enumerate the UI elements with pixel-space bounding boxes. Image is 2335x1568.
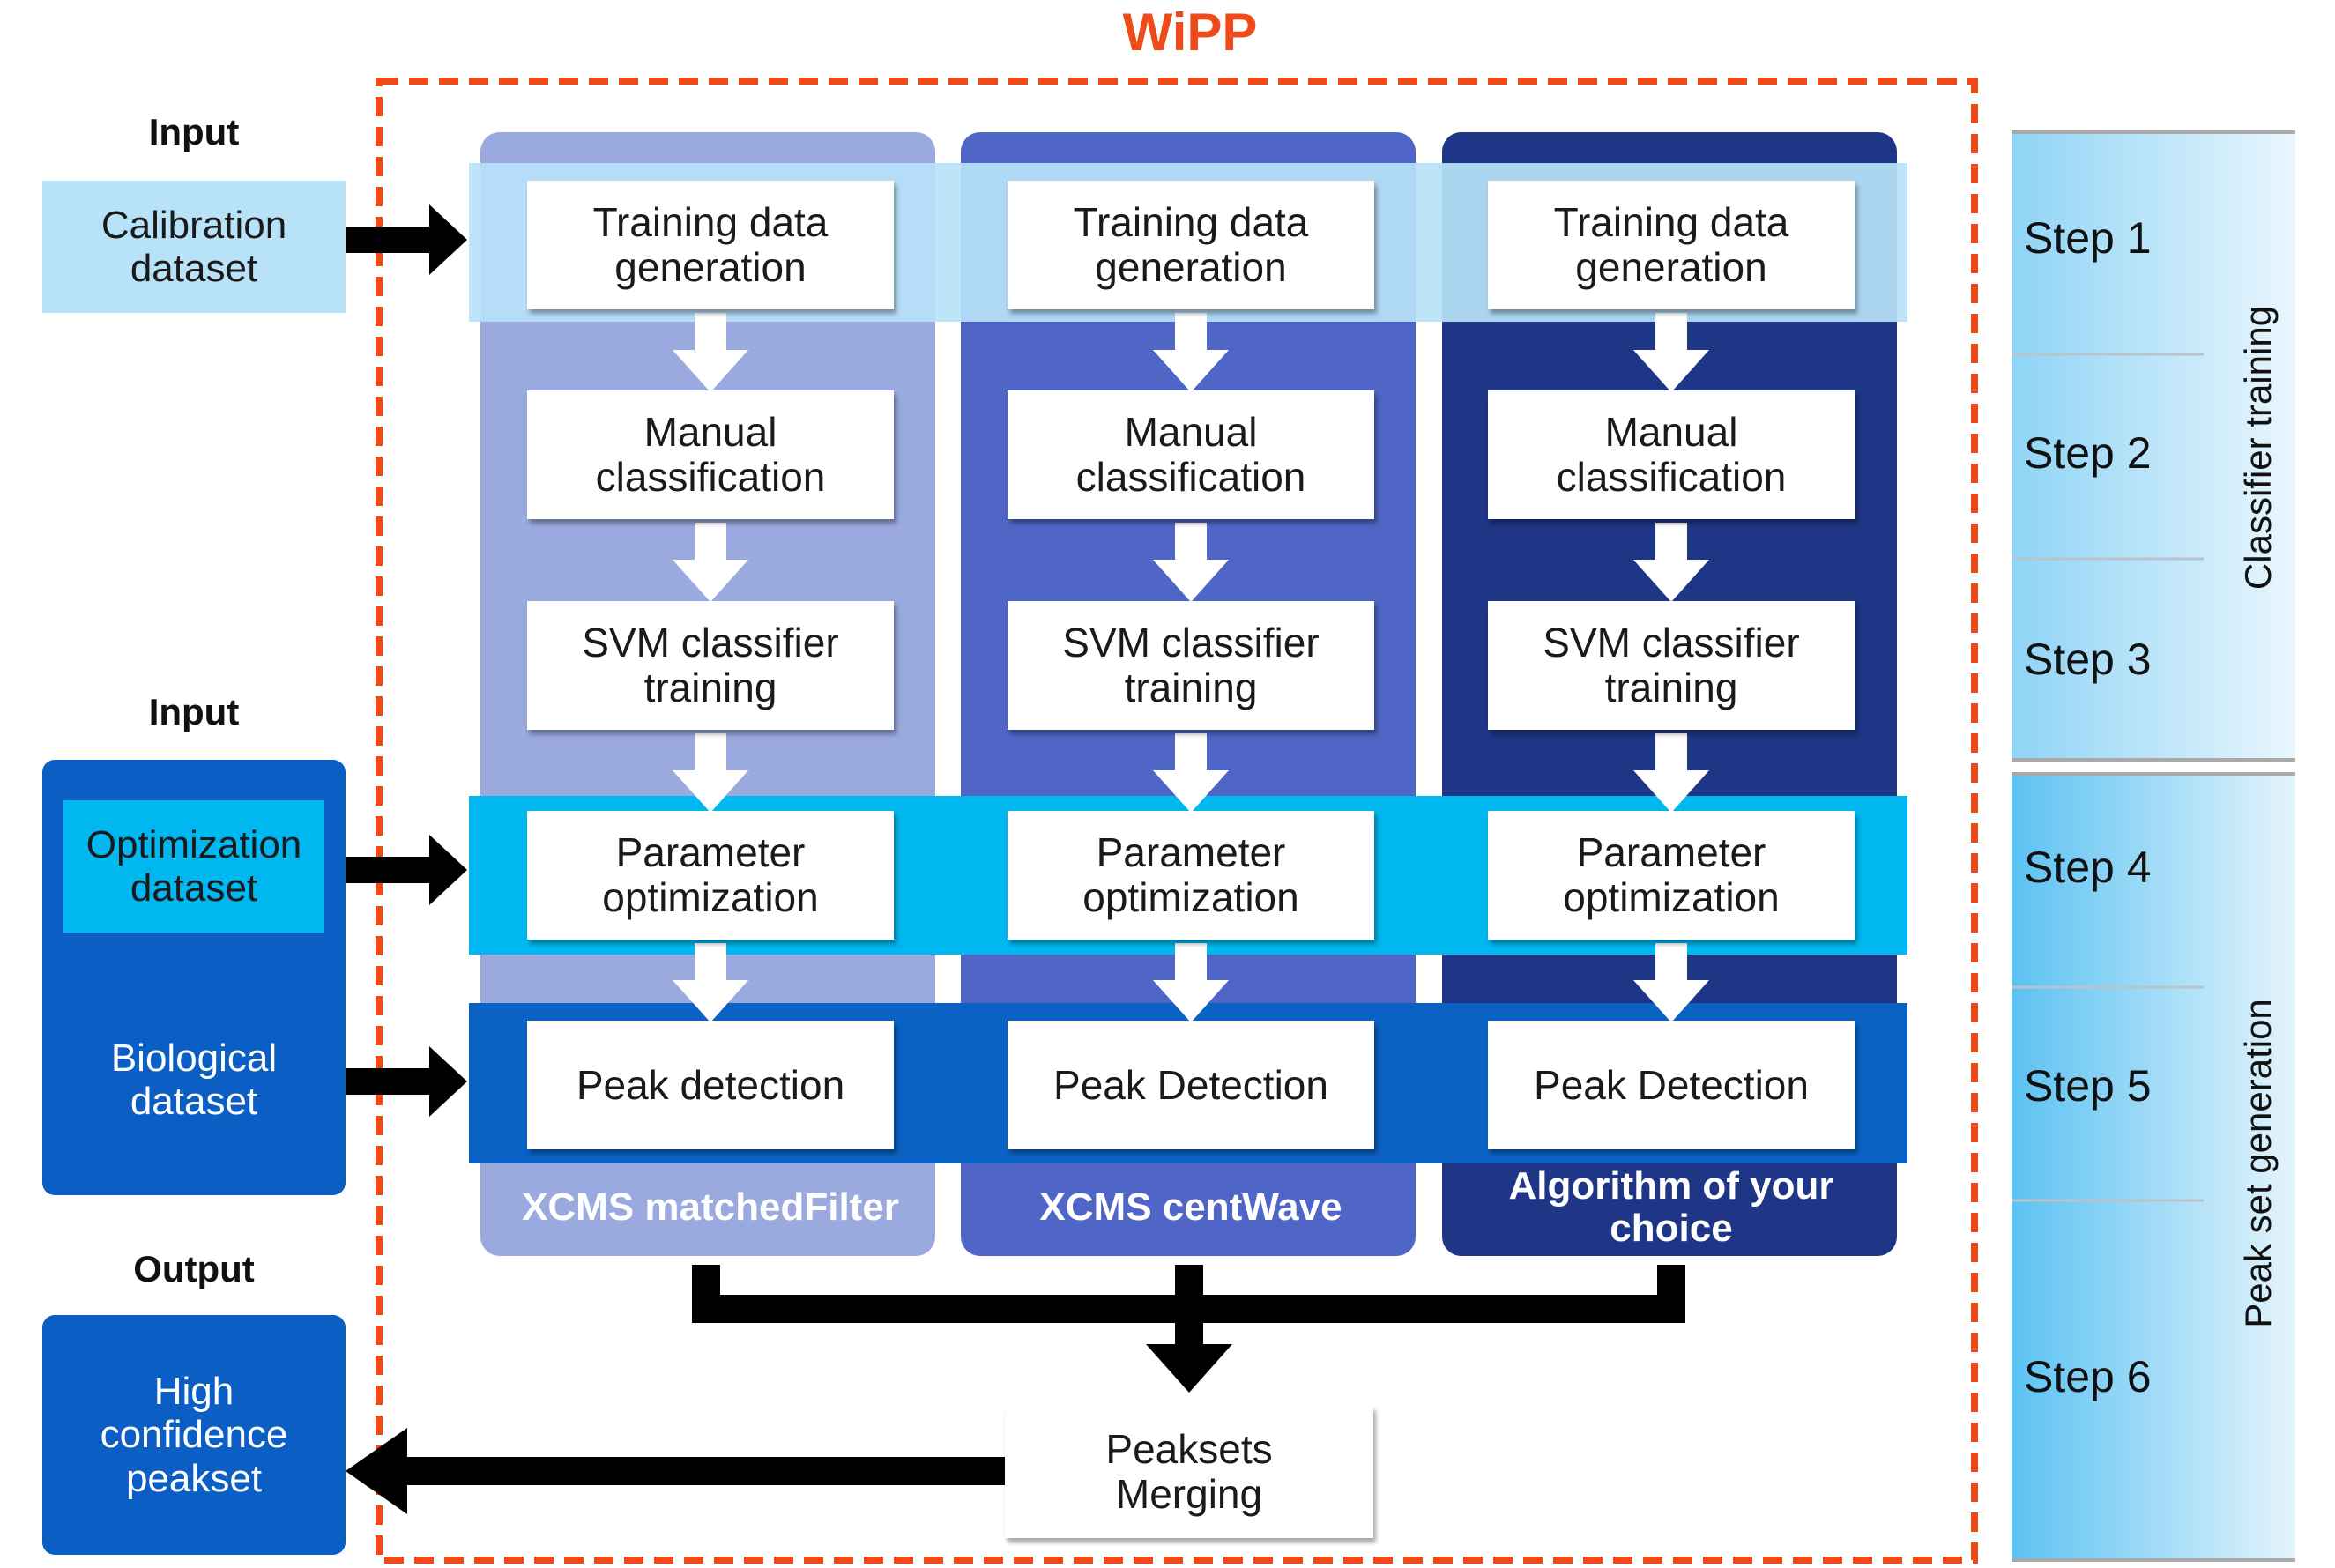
peak-detection-label: Peak Detection bbox=[1053, 1061, 1328, 1108]
peak-detection-label: Peak detection bbox=[576, 1061, 845, 1108]
parameter-optimization-box: Parameter optimization bbox=[1488, 811, 1855, 940]
down-arrow-icon bbox=[1633, 943, 1709, 1022]
high-confidence-peakset-box: High confidence peakset bbox=[42, 1315, 346, 1555]
svm-classifier-training-box: SVM classifier training bbox=[527, 601, 894, 730]
down-arrow-icon bbox=[673, 523, 748, 602]
down-arrow-icon bbox=[1633, 733, 1709, 813]
down-arrow-icon bbox=[1153, 313, 1229, 392]
input-heading-2: Input bbox=[148, 691, 240, 732]
parameter-optimization-box: Parameter optimization bbox=[1008, 811, 1374, 940]
input-arrows bbox=[324, 204, 467, 1117]
peak-detection-label: Peak Detection bbox=[1534, 1061, 1809, 1108]
peak-detection-box: Peak detection bbox=[527, 1021, 894, 1149]
parameter-optimization-label: Parameter optimization bbox=[602, 829, 819, 920]
parameter-optimization-box: Parameter optimization bbox=[527, 811, 894, 940]
peaksets-merging-box: Peaksets Merging bbox=[1005, 1406, 1373, 1538]
step-3-label: Step 3 bbox=[2024, 635, 2152, 684]
svm-classifier-training-label: SVM classifier training bbox=[582, 620, 839, 710]
training-data-generation-label: Training data generation bbox=[1553, 199, 1789, 290]
step-6-label: Step 6 bbox=[2024, 1352, 2152, 1401]
down-arrow-icon bbox=[673, 943, 748, 1022]
page-title: WiPP bbox=[1122, 2, 1258, 62]
peak-set-generation-label: Peak set generation bbox=[2237, 999, 2279, 1328]
manual-classification-box: Manual classification bbox=[527, 390, 894, 519]
training-data-generation-label: Training data generation bbox=[592, 199, 829, 290]
wipp-dashed-frame bbox=[376, 78, 1978, 1564]
high-confidence-peakset-label: High confidence peakset bbox=[100, 1370, 288, 1500]
peaksets-merging-label: Peaksets Merging bbox=[1105, 1426, 1273, 1517]
biological-dataset-label: Biological dataset bbox=[110, 1036, 278, 1123]
step-5-label: Step 5 bbox=[2024, 1061, 2152, 1111]
calibration-dataset-label: Calibration dataset bbox=[100, 203, 287, 290]
training-data-generation-box: Training data generation bbox=[1008, 181, 1374, 309]
classifier-training-label: Classifier training bbox=[2237, 305, 2279, 591]
peak-detection-box: Peak Detection bbox=[1488, 1021, 1855, 1149]
training-data-generation-label: Training data generation bbox=[1073, 199, 1309, 290]
training-data-generation-box: Training data generation bbox=[527, 181, 894, 309]
step-4-label: Step 4 bbox=[2024, 843, 2152, 892]
output-heading: Output bbox=[133, 1248, 255, 1289]
down-arrow-icon bbox=[673, 313, 748, 392]
training-data-generation-box: Training data generation bbox=[1488, 181, 1855, 309]
manual-classification-box: Manual classification bbox=[1488, 390, 1855, 519]
svm-classifier-training-box: SVM classifier training bbox=[1488, 601, 1855, 730]
step-1-label: Step 1 bbox=[2024, 213, 2152, 263]
calibration-dataset-box: Calibration dataset bbox=[42, 181, 346, 313]
peak-detection-box: Peak Detection bbox=[1008, 1021, 1374, 1149]
parameter-optimization-label: Parameter optimization bbox=[1082, 829, 1299, 920]
algorithm-label-matchedfilter: XCMS matchedFilter bbox=[522, 1185, 899, 1229]
manual-classification-label: Manual classification bbox=[595, 409, 826, 500]
optimization-dataset-label: Optimization dataset bbox=[86, 822, 302, 910]
algorithm-label-centwave: XCMS centWave bbox=[1039, 1185, 1342, 1229]
manual-classification-label: Manual classification bbox=[1556, 409, 1787, 500]
down-arrow-icon bbox=[1633, 523, 1709, 602]
algorithm-label-custom: Algorithm of your choice bbox=[1508, 1163, 1834, 1250]
svm-classifier-training-box: SVM classifier training bbox=[1008, 601, 1374, 730]
step-2-label: Step 2 bbox=[2024, 428, 2152, 478]
svm-classifier-training-label: SVM classifier training bbox=[1062, 620, 1320, 710]
manual-classification-box: Manual classification bbox=[1008, 390, 1374, 519]
merge-connectors bbox=[346, 1265, 1685, 1514]
biological-dataset-box: Biological dataset bbox=[63, 1014, 324, 1146]
svm-classifier-training-label: SVM classifier training bbox=[1543, 620, 1800, 710]
down-arrow-icon bbox=[1153, 733, 1229, 813]
parameter-optimization-label: Parameter optimization bbox=[1563, 829, 1780, 920]
manual-classification-label: Manual classification bbox=[1075, 409, 1306, 500]
input-heading: Input bbox=[148, 111, 240, 152]
step-panel-classifier bbox=[2012, 132, 2295, 760]
optimization-dataset-box: Optimization dataset bbox=[63, 800, 324, 933]
step-panel-peakset bbox=[2012, 774, 2295, 1560]
down-arrow-icon bbox=[1633, 313, 1709, 392]
down-arrow-icon bbox=[1153, 523, 1229, 602]
down-arrow-icon bbox=[673, 733, 748, 813]
down-arrow-icon bbox=[1153, 943, 1229, 1022]
